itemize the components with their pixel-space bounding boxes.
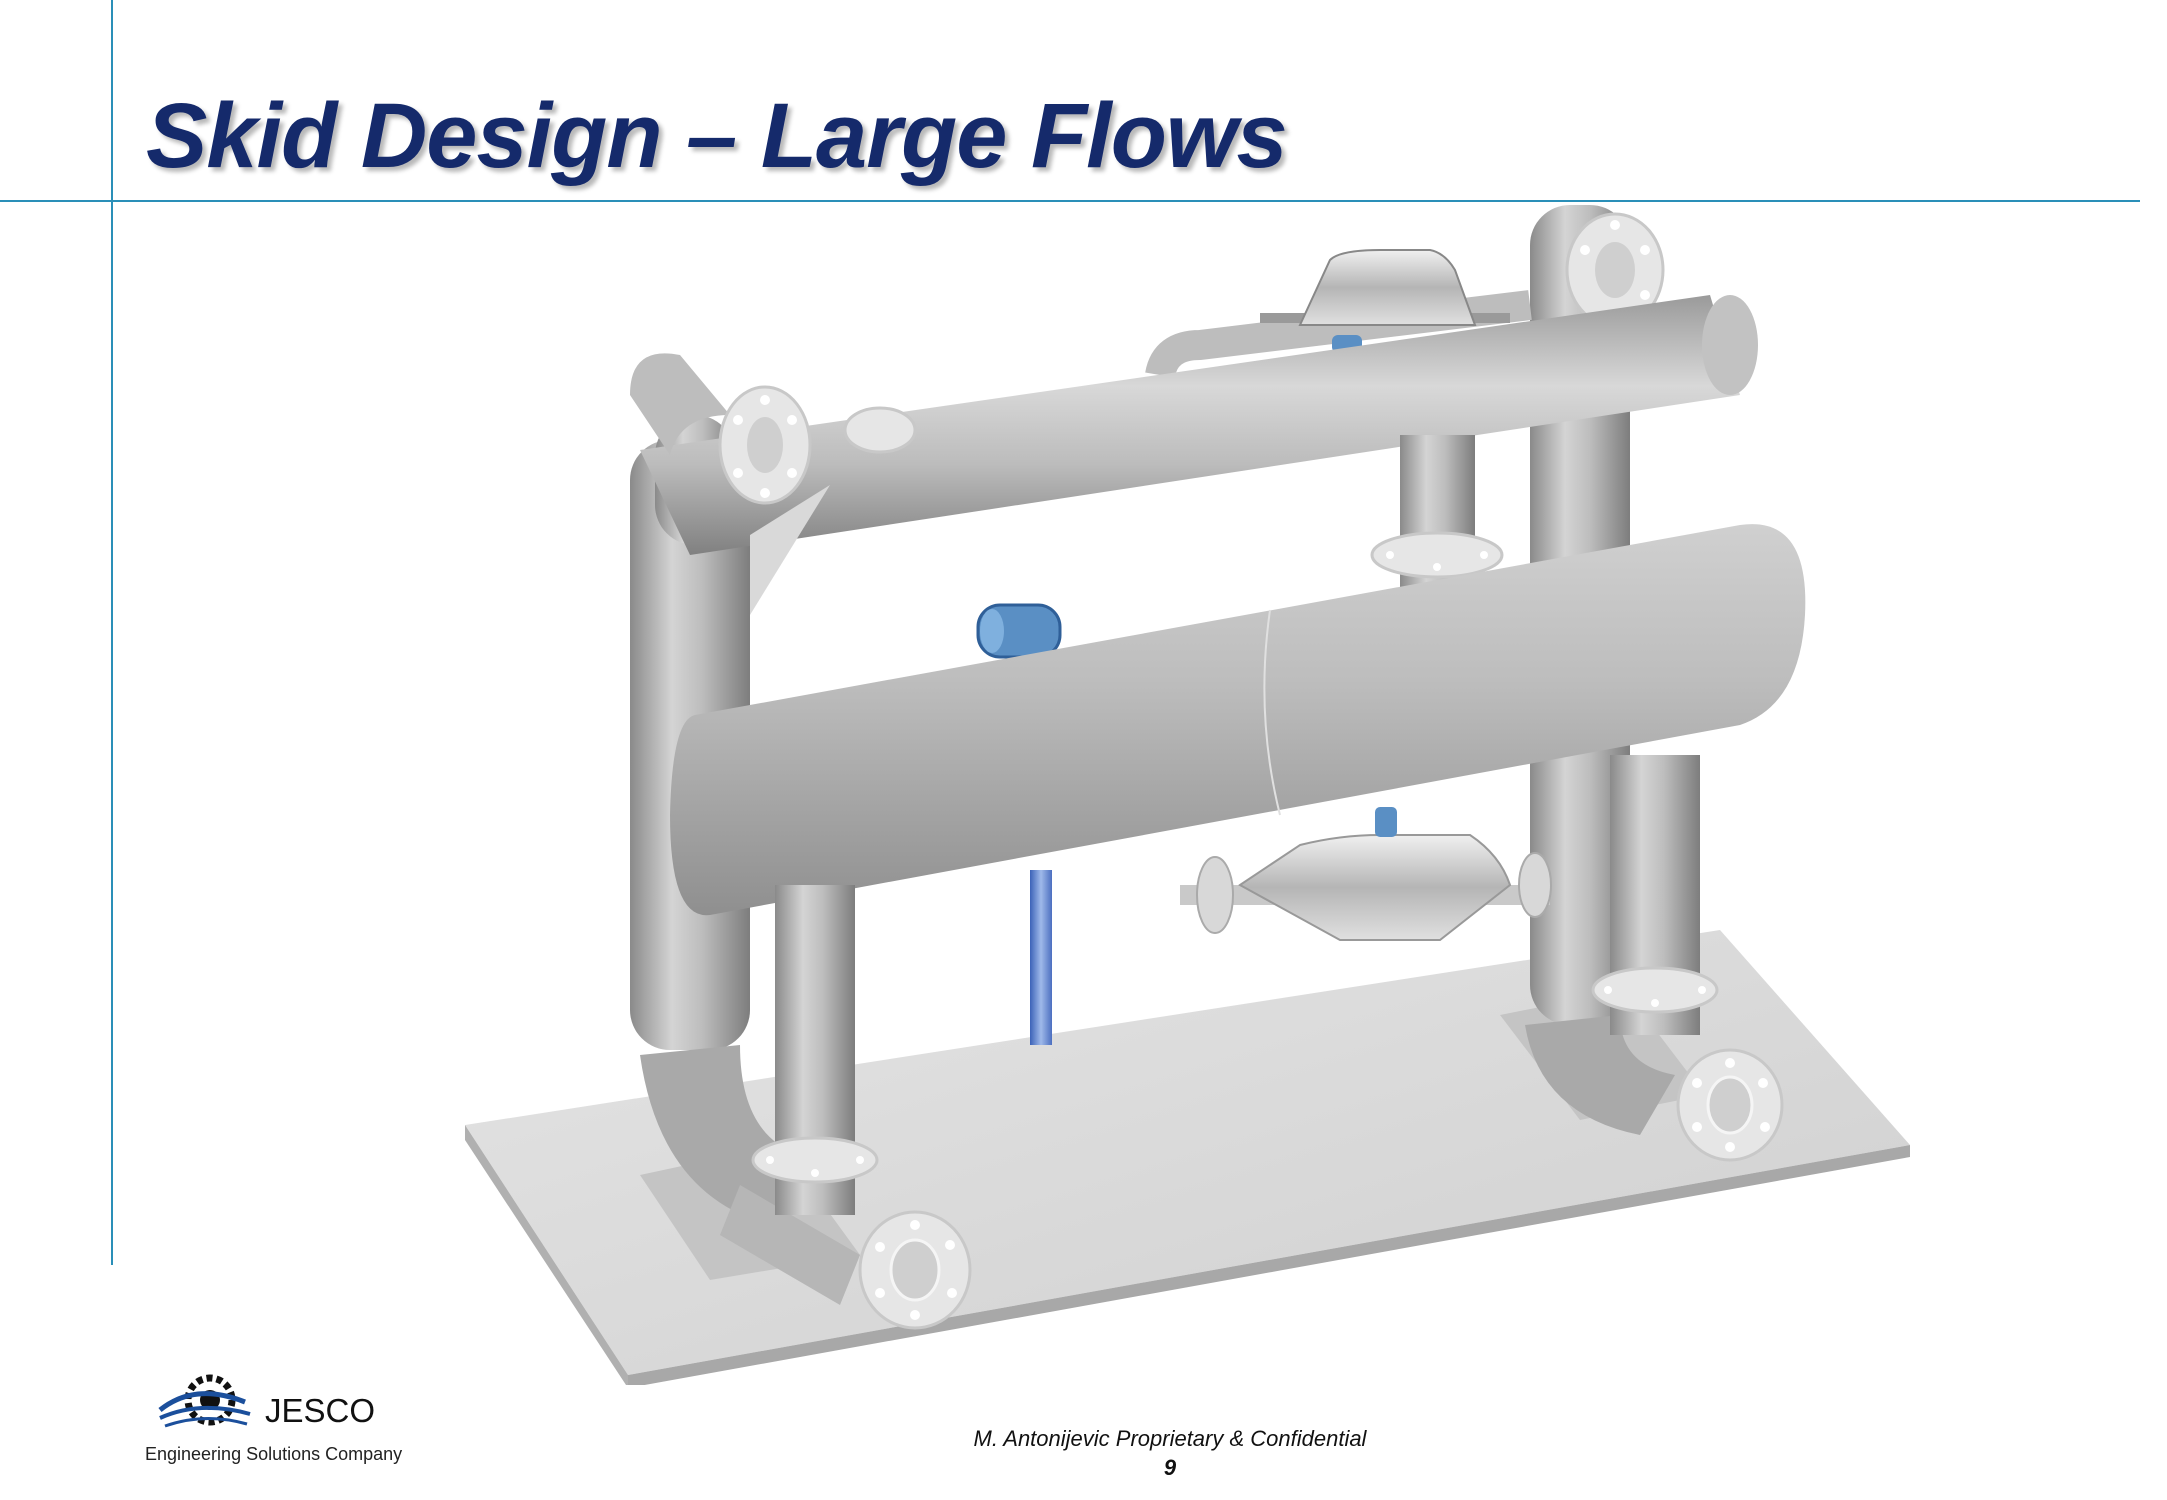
gear-logo-icon bbox=[158, 1374, 251, 1428]
logo-tagline: Engineering Solutions Company bbox=[145, 1444, 403, 1464]
skid-illustration bbox=[465, 205, 1910, 1385]
footer-confidential: M. Antonijevic Proprietary & Confidentia… bbox=[973, 1426, 1367, 1451]
page-number: 9 bbox=[1163, 1455, 1177, 1480]
title-rule bbox=[0, 200, 2140, 202]
jesco-logo: JESCO Engineering Solutions Company bbox=[145, 1372, 405, 1464]
vertical-rule bbox=[111, 0, 113, 1265]
slide-title: Skid Design – Large Flows bbox=[146, 85, 1288, 187]
logo-name: JESCO bbox=[265, 1392, 376, 1429]
